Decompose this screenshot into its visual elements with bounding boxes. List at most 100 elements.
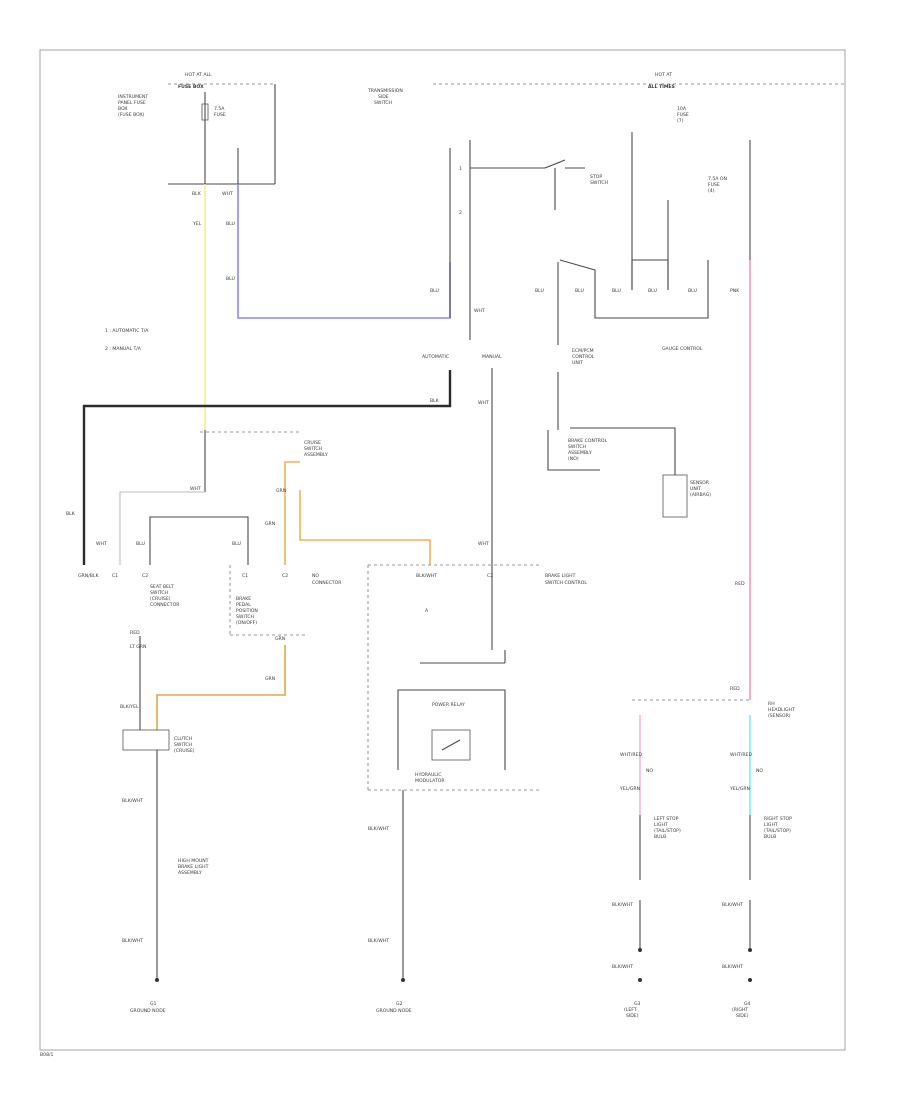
orange-wire-2 bbox=[299, 490, 431, 565]
clutch-label-3: (CRUISE) bbox=[174, 748, 195, 754]
rh-label: (SENSOR) bbox=[768, 713, 791, 719]
rh-label: RH bbox=[768, 701, 775, 707]
pin-label: RED bbox=[130, 630, 140, 636]
ground-dot bbox=[638, 978, 642, 982]
stop-lights: RED RH HEADLIGHT (SENSOR) NO NO WHT/RED … bbox=[612, 686, 795, 1019]
sensor-box bbox=[662, 474, 688, 518]
lh-stop-label: BULB bbox=[654, 834, 666, 840]
relay-coil bbox=[431, 729, 471, 761]
brake-pedal-label-1: BRAKE bbox=[236, 596, 251, 602]
passenger-label-1: BRAKE CONTROL bbox=[568, 438, 608, 444]
wire-color-label: BLK/WHT bbox=[122, 938, 143, 944]
ground-dot bbox=[638, 948, 642, 952]
ground-label: G2 bbox=[396, 1001, 403, 1007]
ground-dot bbox=[748, 978, 752, 982]
wire-color-label: WHT/RED bbox=[730, 752, 752, 758]
pin-label: GRN bbox=[275, 636, 285, 642]
manual-label: MANUAL bbox=[482, 354, 502, 360]
wire-color-label: BLK/WHT bbox=[612, 964, 633, 970]
high-mount-label-2: BRAKE LIGHT bbox=[178, 864, 209, 870]
wire-color-label: WHT/RED bbox=[620, 752, 642, 758]
rh-stop-label: LIGHT bbox=[764, 822, 778, 828]
pin-label: NO bbox=[756, 768, 763, 774]
fuse-far-right-num: (4) bbox=[708, 188, 715, 194]
fuse-far-right-label: FUSE bbox=[708, 182, 720, 188]
wire-color-label: BLU bbox=[648, 288, 657, 294]
ipfb-label-4: (FUSE BOX) bbox=[118, 112, 145, 118]
brake-control-label: HYDRAULIC bbox=[415, 772, 441, 778]
pin-label: BLK bbox=[192, 191, 202, 197]
transmission-label-3: SWITCH bbox=[374, 100, 392, 106]
clutch-box bbox=[122, 729, 170, 751]
cruise-connector: CRUISE SWITCH ASSEMBLY WHT WHT bbox=[96, 430, 328, 565]
rh-label: HEADLIGHT bbox=[768, 707, 795, 713]
pin-label: NO bbox=[646, 768, 653, 774]
rh-label: NO bbox=[312, 573, 319, 579]
fuse-right-rating: 10A bbox=[677, 106, 687, 112]
connector-label: CONNECTOR bbox=[312, 580, 342, 586]
transmission-label-1: TRANSMISSION bbox=[367, 88, 403, 94]
wire-color-label: RED bbox=[735, 581, 745, 587]
wire-color-label: BLU bbox=[226, 221, 235, 227]
ecm-pin: BLK/WHT bbox=[416, 573, 437, 579]
gauge-label: GAUGE CONTROL bbox=[662, 346, 703, 352]
high-mount-label-1: HIGH MOUNT bbox=[178, 858, 209, 864]
passenger-label-3: ASSEMBLY bbox=[568, 450, 592, 456]
legend-item: 1 : AUTOMATIC T/A bbox=[105, 328, 149, 334]
ipfb-label-2: PANEL FUSE bbox=[118, 100, 146, 106]
orange-wire bbox=[284, 461, 300, 565]
wire-color-label: WHT bbox=[478, 400, 489, 406]
wire-color-label: BLK/WHT bbox=[122, 798, 143, 804]
rh-stop-label: RIGHT STOP bbox=[764, 816, 792, 822]
wire-color-label: BLK/WHT bbox=[722, 964, 743, 970]
pin-label: RED bbox=[730, 686, 740, 692]
connector-label: CONNECTOR bbox=[150, 602, 180, 608]
brake-control-label: MODULATOR bbox=[415, 778, 445, 784]
legend-item: 2 : MANUAL T/A bbox=[105, 346, 142, 352]
relay-box-label-1: BRAKE LIGHT bbox=[545, 573, 576, 579]
ecm-pin: C2 bbox=[487, 573, 493, 579]
blue-wire bbox=[237, 184, 451, 319]
brake-pedal-label-5: (ON/OFF) bbox=[236, 620, 257, 626]
wire-color-label: WHT bbox=[474, 308, 485, 314]
passenger-label-2: SWITCH bbox=[568, 444, 586, 450]
fuse-right-num: (7) bbox=[677, 118, 684, 124]
ipfb-label-3: BOX bbox=[118, 106, 128, 112]
wire-color-label: GRN bbox=[276, 488, 286, 494]
stop-switch-label: STOP bbox=[590, 174, 602, 180]
wire-color-label: GRN bbox=[265, 521, 275, 527]
ground-label: (RIGHT bbox=[732, 1007, 748, 1013]
ground-label: G3 bbox=[634, 1001, 641, 1007]
wire-color-label: BLU bbox=[136, 541, 145, 547]
ecm-mark: A bbox=[425, 608, 429, 614]
stop-switch: STOP SWITCH bbox=[470, 159, 608, 210]
wire-color-label: BLK/WHT bbox=[722, 902, 743, 908]
wire-color-label: BLU bbox=[575, 288, 584, 294]
far-right-fuse: 7.5A ON FUSE (4) bbox=[708, 140, 751, 260]
wire-color-label: LT GRN bbox=[130, 644, 146, 650]
pin-label: WHT bbox=[222, 191, 233, 197]
fuse-left-rating: 7.5A bbox=[214, 106, 225, 112]
rh-stop-label: (TAIL/STOP) bbox=[764, 828, 791, 834]
power-relay-label: POWER RELAY bbox=[432, 702, 465, 708]
wire-color-label: WHT bbox=[96, 541, 107, 547]
wire-color-label: PNK bbox=[730, 288, 740, 294]
hot-right-label: HOT AT bbox=[655, 72, 672, 78]
passenger-label-4: (NO) bbox=[568, 456, 579, 462]
rh-stop-label: BULB bbox=[764, 834, 776, 840]
ground-label: GROUND NODE bbox=[376, 1008, 412, 1014]
middle-ground: BLK/WHT BLK/WHT G2 GROUND NODE bbox=[368, 790, 412, 1014]
relay-box-label-2: SWITCH CONTROL bbox=[545, 580, 587, 586]
wire-color-label: YEL/GRN bbox=[729, 786, 750, 792]
black-wire bbox=[82, 370, 452, 565]
ecm-label-2: CONTROL bbox=[572, 354, 595, 360]
lh-stop-label: LIGHT bbox=[654, 822, 668, 828]
wire-color-label: BLK/WHT bbox=[368, 938, 389, 944]
wire-color-label: BLK bbox=[66, 511, 76, 517]
wire-color-label: WHT bbox=[190, 486, 201, 492]
wire-color-label: BLK bbox=[430, 398, 440, 404]
ipfb-label-1: INSTRUMENT bbox=[118, 94, 148, 100]
wire-color-label: GRN bbox=[265, 676, 275, 682]
wire-color-label: BLU bbox=[535, 288, 544, 294]
